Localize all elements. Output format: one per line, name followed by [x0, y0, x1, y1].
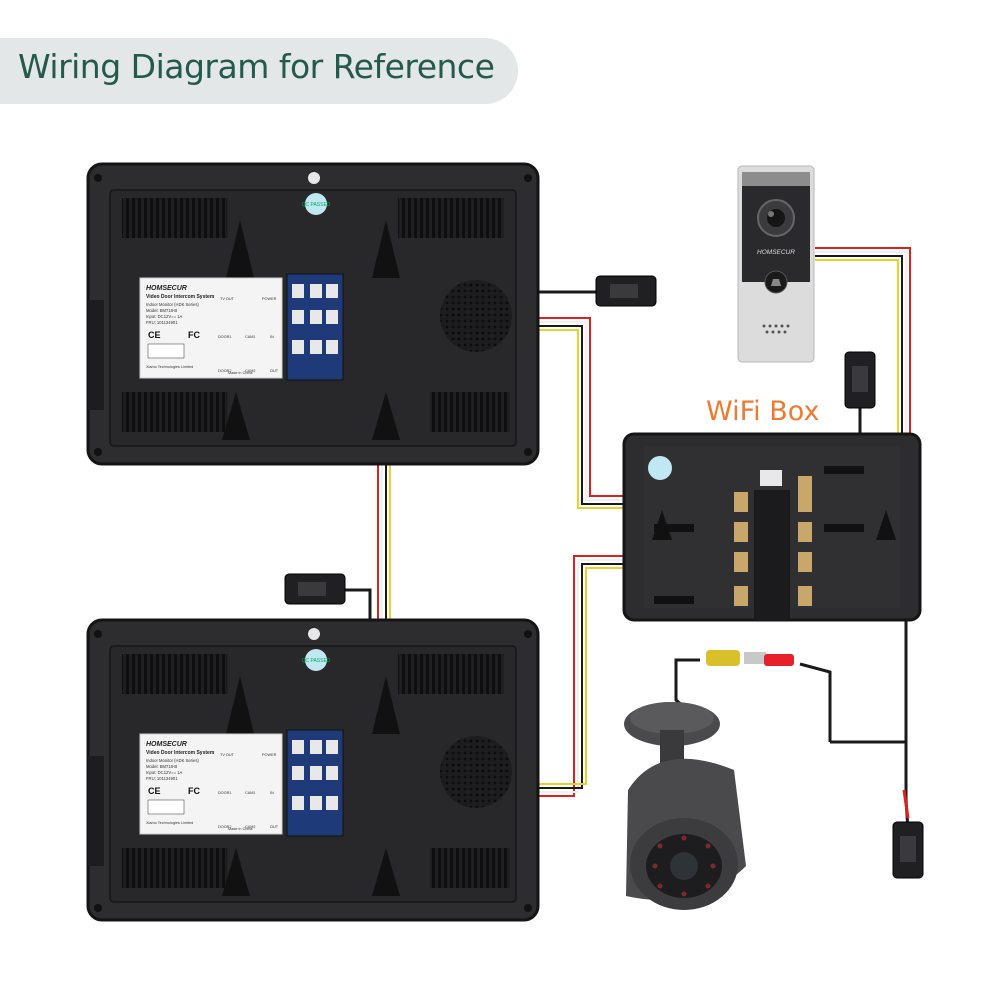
power-adapter-1	[595, 275, 657, 307]
monitor2-line-3: FRU: 101134901	[146, 776, 178, 781]
barcode-2	[147, 799, 185, 815]
indoor-monitor-1: QC PASSED HOMSECUR Video Door Intercom S…	[86, 162, 540, 466]
m2-port-cam2: CAM2	[245, 825, 256, 829]
m1-port-power: POWER	[262, 297, 277, 301]
m1-port-in: IN	[270, 335, 274, 339]
cctv-camera	[624, 650, 794, 910]
svg-text:CE: CE	[148, 330, 161, 340]
svg-text:FC: FC	[188, 330, 200, 340]
wifi-box	[622, 432, 922, 622]
qc-badge-2	[305, 649, 327, 671]
svg-text:CE: CE	[148, 786, 161, 796]
indoor-monitor-2: QC PASSED HOMSECUR Video Door Intercom S…	[86, 618, 540, 922]
monitor1-made-in: Made in China	[228, 371, 253, 375]
qc-badge-text-1: QC PASSED	[302, 202, 331, 208]
monitor2-brand: HOMSECUR	[146, 741, 187, 748]
m2-port-door2: DOOR2	[218, 825, 232, 829]
monitor2-product: Video Door Intercom System	[146, 750, 215, 756]
wifi-qc-badge	[648, 456, 672, 480]
m2-port-in: IN	[270, 791, 274, 795]
qc-badge-1	[305, 193, 327, 215]
page-title: Wiring Diagram for Reference	[18, 47, 495, 86]
title-banner	[0, 38, 518, 104]
m2-port-power: POWER	[262, 753, 277, 757]
m1-port-door1: DOOR1	[218, 335, 232, 339]
m1-port-cam2: CAM2	[245, 369, 256, 373]
monitor1-maker: Xiamo Technologies Limited	[146, 365, 193, 369]
svg-text:FC: FC	[188, 786, 200, 796]
m1-port-out: OUT	[270, 369, 279, 373]
camera-video-connector	[706, 650, 740, 666]
power-adapter-3	[844, 351, 876, 409]
doorbell-brand: HOMSECUR	[757, 249, 795, 256]
monitor2-line-2: Input: DC12V== 1A	[146, 770, 183, 775]
monitor2-line-1: Model: BM718-B	[146, 764, 177, 769]
monitor1-brand: HOMSECUR	[146, 285, 187, 292]
monitor1-product: Video Door Intercom System	[146, 294, 215, 300]
monitor2-made-in: Made in China	[228, 827, 253, 831]
monitor1-line-2: Input: DC12V== 1A	[146, 314, 183, 319]
monitor1-line-0: Indoor Monitor (HDK Series)	[146, 302, 199, 307]
m1-port-tvout: TV OUT	[220, 297, 235, 301]
monitor1-line-1: Model: BM718-B	[146, 308, 177, 313]
power-adapter-2	[284, 573, 346, 605]
wifi-dip-switch	[760, 470, 782, 486]
monitor1-line-3: FRU: 101134901	[146, 320, 178, 325]
barcode-1	[147, 343, 185, 359]
monitor2-maker: Xiamo Technologies Limited	[146, 821, 193, 825]
m1-port-door2: DOOR2	[218, 369, 232, 373]
power-adapter-4	[892, 821, 924, 879]
monitor2-line-0: Indoor Monitor (HDK Series)	[146, 758, 199, 763]
m2-port-door1: DOOR1	[218, 791, 232, 795]
qc-badge-text-2: QC PASSED	[302, 658, 331, 664]
m2-port-cam1: CAM1	[245, 791, 256, 795]
m1-port-cam1: CAM1	[245, 335, 256, 339]
camera-power-connector	[764, 654, 794, 666]
m2-port-tvout: TV OUT	[220, 753, 235, 757]
m2-port-out: OUT	[270, 825, 279, 829]
wifi-box-label: WiFi Box	[706, 396, 820, 427]
outdoor-doorbell: HOMSECUR	[737, 165, 815, 363]
